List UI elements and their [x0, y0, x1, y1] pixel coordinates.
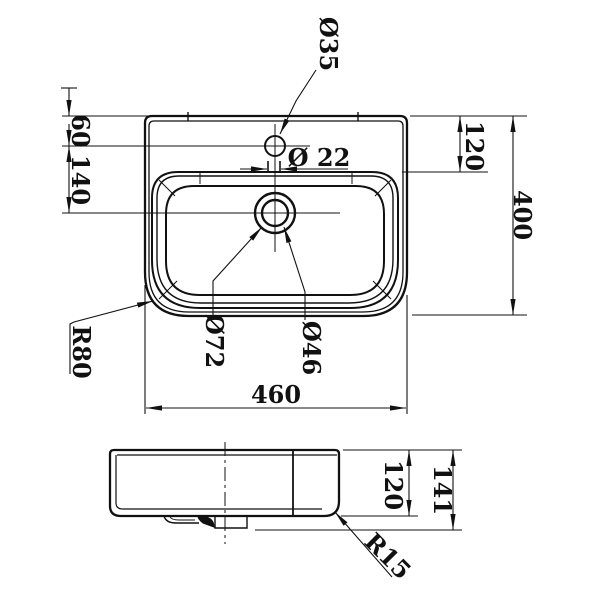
dim-140-label: 140 [66, 155, 95, 205]
dim-460-label: 460 [251, 380, 301, 409]
dim-dia22-label: Ø 22 [288, 143, 351, 172]
dim-r80-label: R80 [67, 325, 96, 378]
side-outer-outline [108, 448, 341, 518]
dim-dia46-label: Ø46 [297, 321, 326, 375]
waste-bracket-blob [197, 515, 215, 528]
leader-r15 [334, 511, 393, 578]
dim-120-side-label: 120 [379, 460, 408, 510]
dim-r15-label: R15 [359, 527, 417, 585]
rim-outer-outline [143, 114, 409, 318]
side-view [108, 442, 462, 578]
dimension-labels: 60 140 Ø35 Ø 22 120 400 460 R80 Ø72 Ø46 … [66, 17, 537, 585]
bowl-corner-tick [158, 179, 176, 197]
leader-dia46 [283, 226, 306, 320]
side-left-inner-line [115, 455, 322, 510]
bowl-ledge-outline [151, 171, 399, 309]
leader-dia35 [279, 69, 317, 135]
dim-141-label: 141 [428, 465, 457, 515]
dim-120-top-label: 120 [460, 121, 489, 171]
dim-dia35-label: Ø35 [314, 17, 343, 71]
waste-bracket-inner [169, 516, 195, 521]
waste-outlet-step [214, 516, 248, 529]
rim-inner-outline [148, 120, 404, 313]
bowl-mid-outline [156, 175, 394, 304]
waste-bracket-outline [163, 515, 199, 524]
bowl-corner-tick [374, 179, 392, 197]
bowl-inner-outline [165, 185, 385, 296]
leader-dia72 [212, 226, 263, 318]
dim-400-label: 400 [508, 190, 537, 240]
dim-60-label: 60 [66, 114, 95, 147]
dim-dia72-label: Ø72 [200, 314, 229, 368]
top-view [61, 69, 527, 414]
leader-r80 [69, 300, 154, 374]
bowl-corner-tick [372, 280, 392, 300]
bowl-corner-tick [158, 280, 178, 300]
